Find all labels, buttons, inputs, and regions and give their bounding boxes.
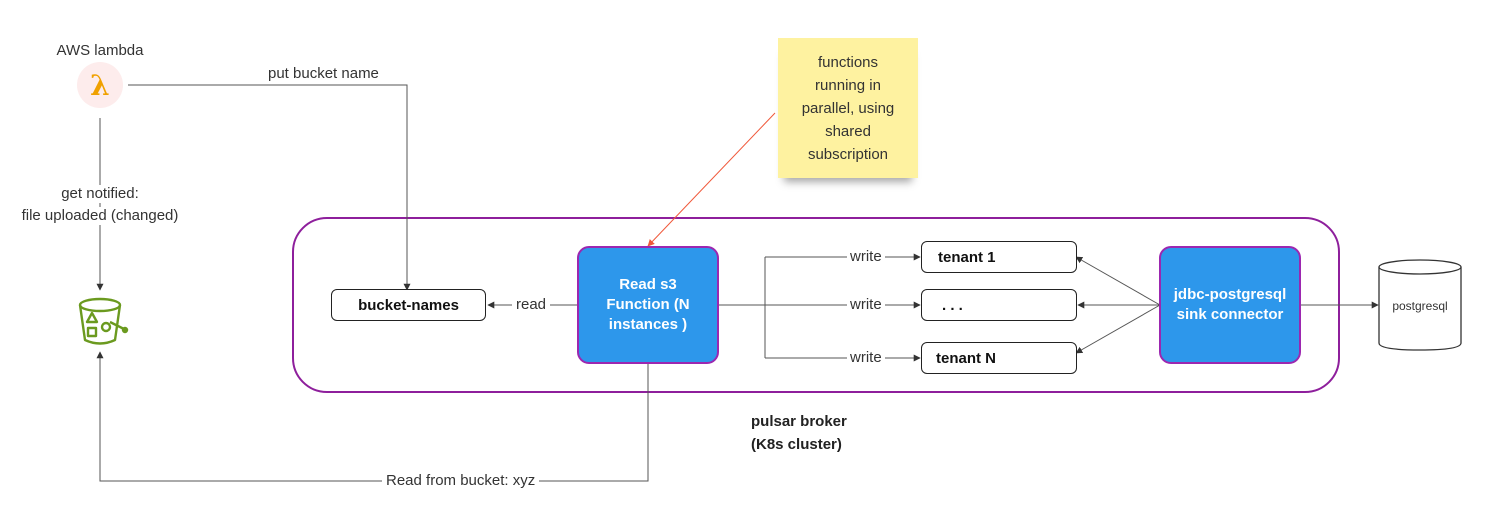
cluster-caption-2: (K8s cluster) — [751, 436, 842, 453]
edge-label-read-from-bucket: Read from bucket: xyz — [382, 472, 540, 490]
bucket-names-node: bucket-names — [331, 289, 486, 321]
note-line-3: parallel, using — [801, 99, 895, 117]
aws-lambda-label: AWS lambda — [40, 42, 160, 60]
edge-connector-tenant1 — [1075, 256, 1161, 306]
edge-connector-tenantN — [1075, 304, 1161, 354]
connector-label-1: jdbc-postgresql — [1173, 286, 1287, 303]
cluster-caption: pulsar broker (K8s cluster) — [751, 410, 847, 456]
tenant-1-label: tenant 1 — [938, 248, 996, 266]
tenant-n-node: tenant N — [921, 342, 1077, 374]
edge-label-put-bucket-name: put bucket name — [268, 65, 379, 83]
tenant-1-node: tenant 1 — [921, 241, 1077, 273]
tenant-n-label: tenant N — [936, 349, 996, 367]
note-line-4: shared — [825, 122, 871, 140]
sticky-note: functions running in parallel, using sha… — [778, 38, 918, 178]
note-line-2: running in — [815, 76, 881, 94]
function-label-1: Read s3 — [619, 276, 677, 293]
function-label-2: Function (N — [606, 296, 690, 313]
edge-label-write-3: write — [847, 349, 885, 367]
note-line-5: subscription — [807, 145, 889, 163]
note-pointer-arrow — [647, 112, 776, 247]
bucket-names-label: bucket-names — [358, 296, 459, 314]
tenant-ellipsis-label: . . . — [942, 296, 963, 314]
edge-read-from-bucket — [96, 351, 649, 482]
postgresql-database: postgresql — [1378, 259, 1462, 351]
s3-bucket-icon — [78, 297, 129, 345]
postgresql-label: postgresql — [1392, 299, 1447, 313]
function-label-3: instances ) — [608, 316, 688, 333]
connector-label-2: sink connector — [1176, 306, 1284, 323]
read-s3-function-node: Read s3 Function (N instances ) — [577, 246, 719, 364]
cluster-caption-1: pulsar broker — [751, 413, 847, 430]
jdbc-sink-connector-node: jdbc-postgresql sink connector — [1159, 246, 1301, 364]
edge-label-write-2: write — [847, 296, 885, 314]
edge-label-notified-2: file uploaded (changed) — [10, 207, 190, 225]
tenant-ellipsis-node: . . . — [921, 289, 1077, 321]
edge-label-read: read — [512, 296, 551, 314]
aws-lambda-icon: λ — [77, 62, 123, 108]
edge-put-bucket-name — [128, 84, 411, 291]
edge-write-trunk — [718, 257, 766, 358]
edge-label-notified-1: get notified: — [10, 185, 190, 203]
lambda-glyph: λ — [90, 69, 110, 102]
edge-label-write-1: write — [847, 248, 885, 266]
note-line-1: functions — [817, 53, 879, 71]
